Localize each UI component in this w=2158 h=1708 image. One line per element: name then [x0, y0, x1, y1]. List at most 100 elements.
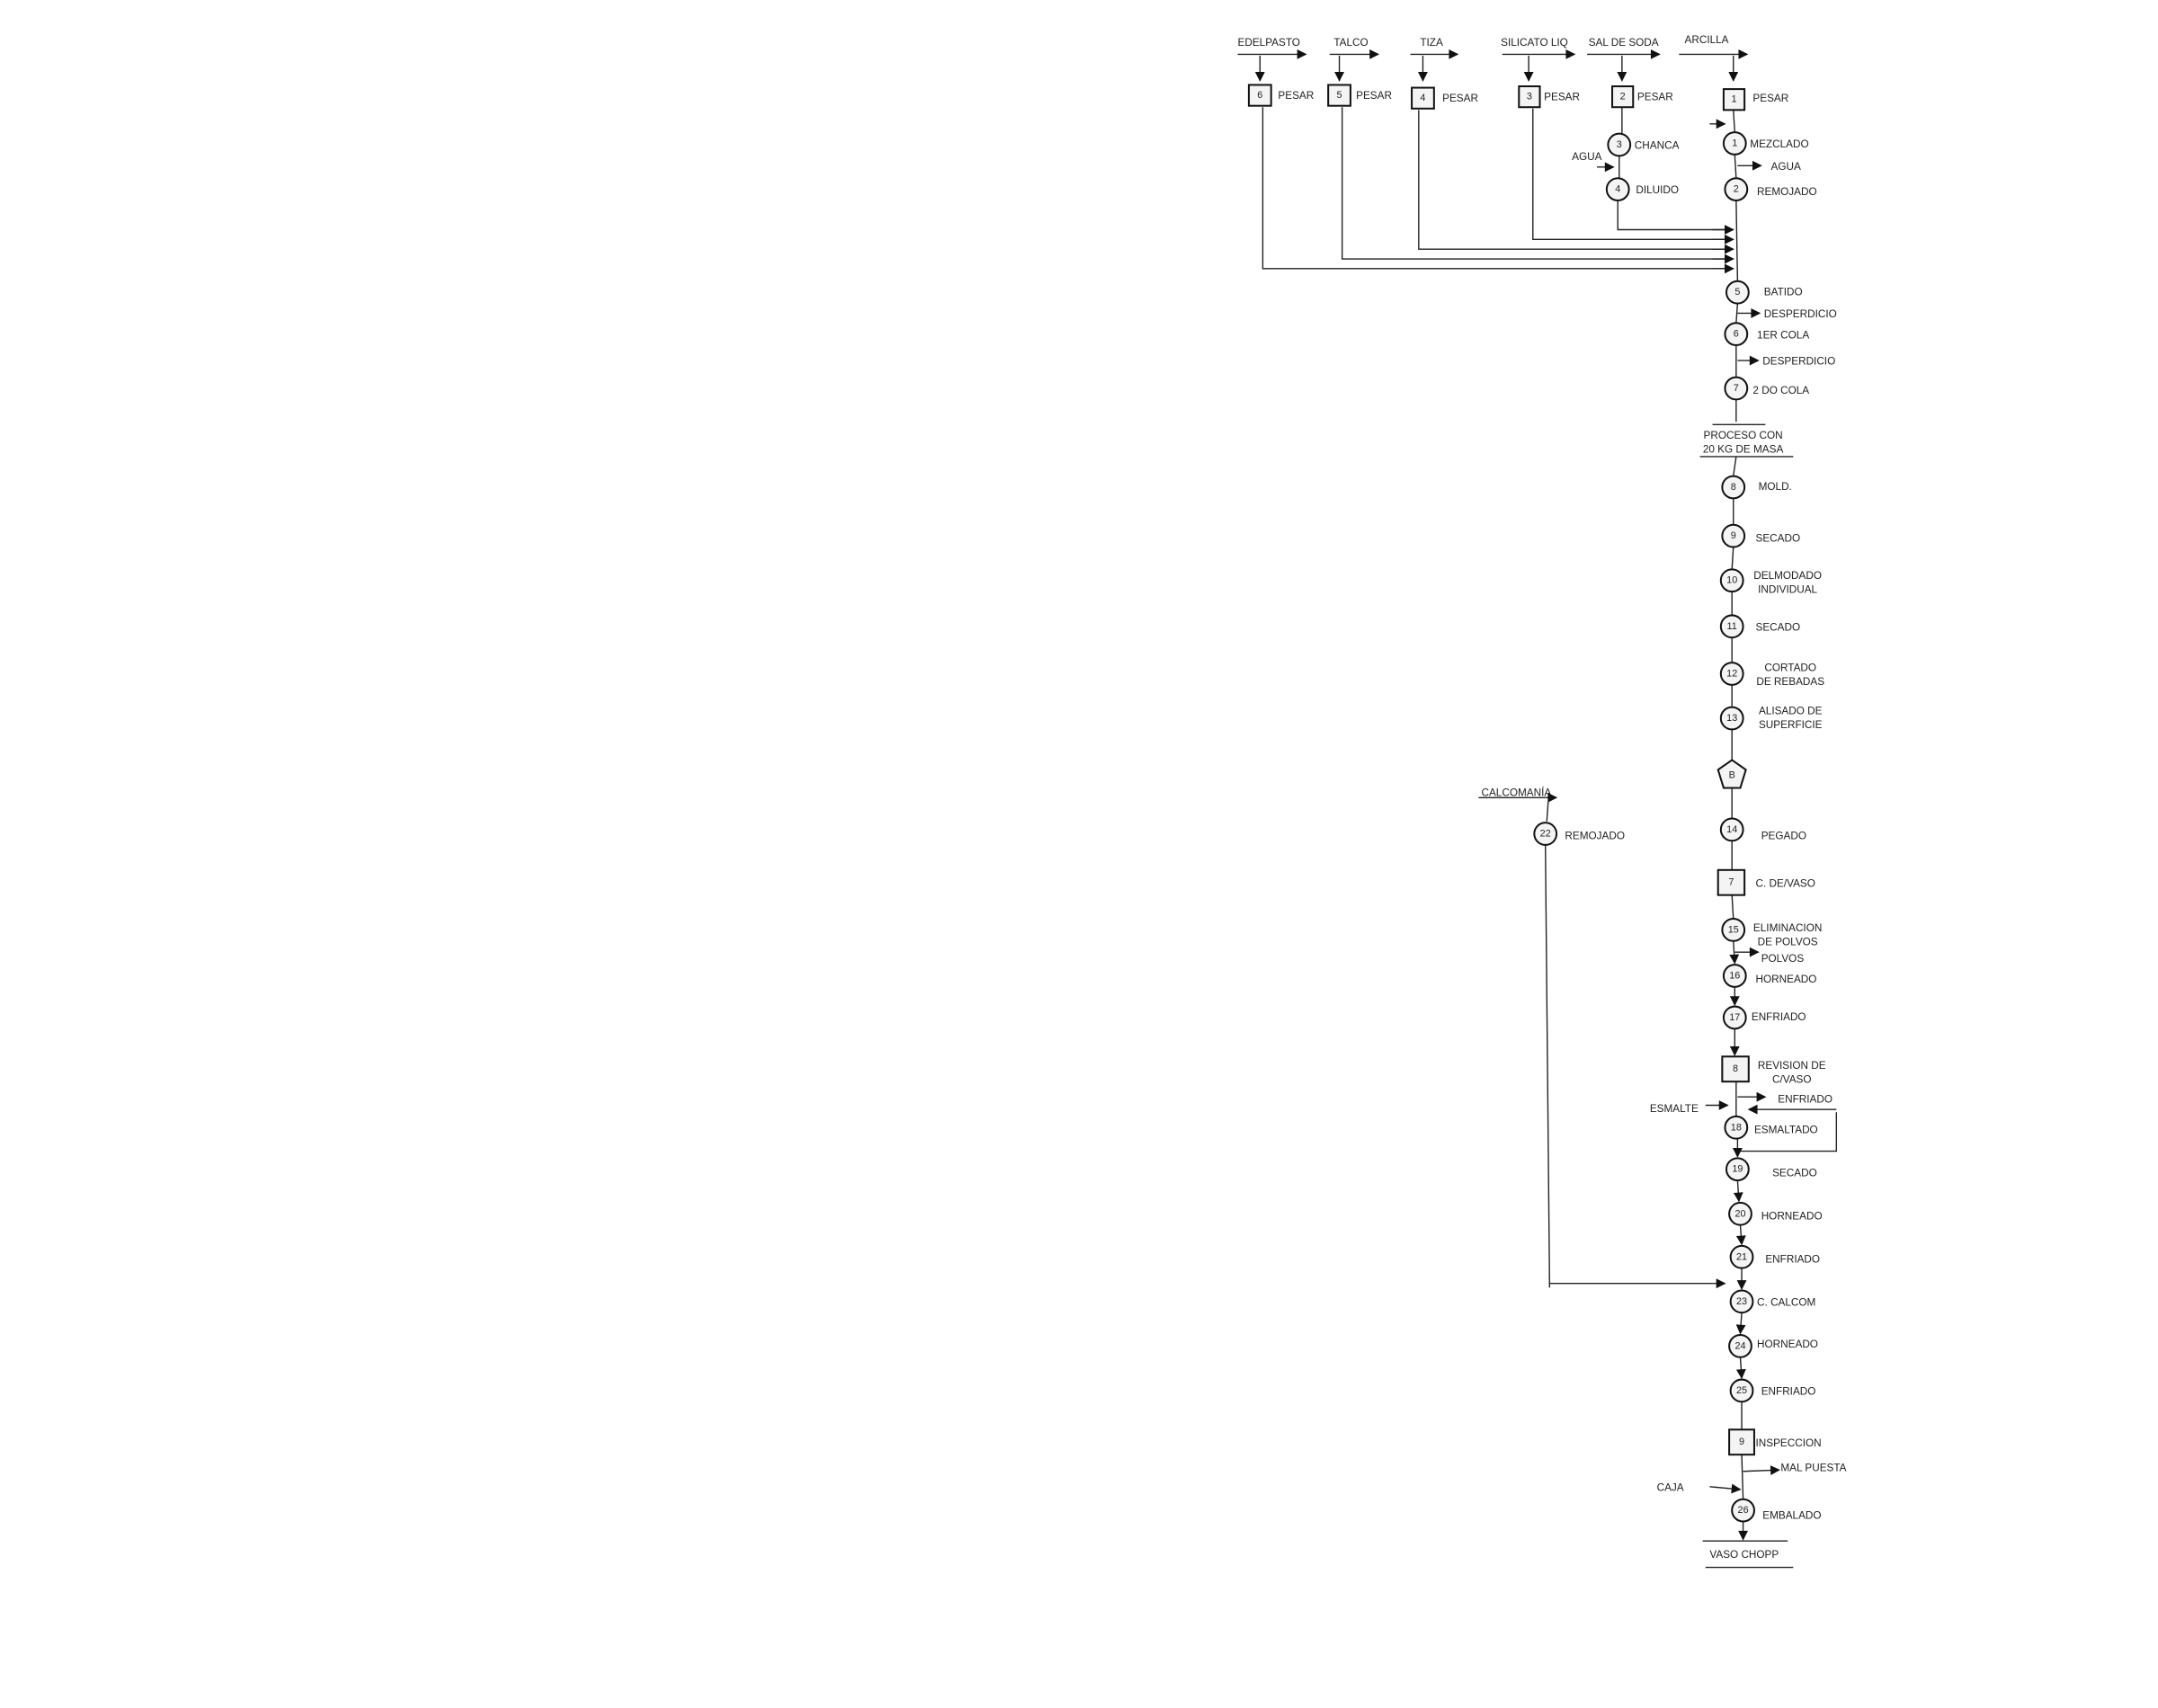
operation-number: 26	[1738, 1505, 1749, 1516]
inspection-label: REVISION DE C/VASO	[1758, 1060, 1826, 1085]
agua-output-label: AGUA	[1771, 161, 1801, 173]
operation-label-line: ELIMINACION	[1753, 922, 1822, 934]
operation-label-line: SECADO	[1756, 621, 1801, 633]
inspection-box	[1722, 88, 1746, 111]
inspection-label: PESAR	[1544, 91, 1580, 102]
flow-arrow	[1733, 1180, 1743, 1203]
inspection-label: PESAR	[1752, 93, 1788, 104]
operation-circle	[1719, 568, 1744, 593]
inspection-box	[1327, 84, 1351, 107]
inspection-label-line: PESAR	[1356, 90, 1392, 102]
caja-label-line: CAJA	[1657, 1481, 1684, 1493]
operation-number: 12	[1726, 668, 1737, 679]
inspection-box	[1611, 85, 1635, 109]
operation-circle	[1719, 817, 1744, 842]
operation-label-line: SECADO	[1772, 1167, 1817, 1179]
inspection-number: 1	[1732, 94, 1737, 105]
operation-number: 1	[1732, 138, 1737, 148]
operation-circle	[1731, 1498, 1755, 1523]
operation-circle	[1605, 177, 1630, 201]
operation-label-line: 1ER COLA	[1757, 329, 1809, 341]
operation-number: 15	[1728, 924, 1739, 935]
rework-loop	[1738, 1112, 1838, 1152]
material-label-talco: TALCO	[1333, 37, 1368, 49]
operation-label-line: SECADO	[1756, 532, 1801, 544]
operation-circle	[1721, 523, 1746, 548]
operation-circle	[1729, 1289, 1754, 1314]
flow-arrow	[1729, 940, 1740, 965]
operation-label-line: DILUIDO	[1636, 184, 1679, 196]
delay-pentagon	[1717, 759, 1747, 789]
operation-number: 16	[1729, 970, 1740, 981]
operation-label-line: PEGADO	[1761, 831, 1806, 842]
operation-number: 24	[1734, 1340, 1745, 1351]
operation-number: 7	[1734, 383, 1739, 394]
operation-circle	[1728, 1201, 1752, 1226]
polvos-label: POLVOS	[1761, 953, 1805, 965]
connector-lines	[1237, 49, 1838, 1569]
operation-label-line: DELMODADO	[1753, 570, 1822, 582]
inspection-box	[1247, 84, 1272, 107]
inspection-label-line: C/VASO	[1772, 1074, 1812, 1086]
operation-label: ALISADO DE SUPERFICIE	[1759, 705, 1823, 730]
operation-label-line: HORNEADO	[1757, 1339, 1818, 1350]
flow-line	[1617, 200, 1734, 231]
inspection-label: INSPECCION	[1756, 1437, 1822, 1449]
calcomania-label-line: CALCOMANÍA	[1481, 787, 1551, 799]
flow-line	[1532, 108, 1734, 241]
delay-label: B	[1729, 770, 1735, 781]
operation-label-line: MEZCLADO	[1750, 138, 1808, 150]
operation-label: ELIMINACION DE POLVOS	[1753, 922, 1822, 947]
flow-line	[1731, 894, 1734, 920]
inspection-box	[1518, 85, 1541, 109]
inspection-number: 2	[1620, 92, 1626, 102]
operation-label-line: DE POLVOS	[1758, 936, 1818, 947]
operation-label: HORNEADO	[1757, 1339, 1818, 1350]
operation-number: 4	[1615, 184, 1620, 195]
operation-circle	[1719, 662, 1744, 686]
esmalte-label-line: ESMALTE	[1650, 1103, 1699, 1115]
operation-label-line: HORNEADO	[1756, 974, 1817, 985]
inspection-label: PESAR	[1356, 90, 1392, 102]
operation-number: 2	[1734, 184, 1739, 195]
operation-label-line: ENFRIADO	[1752, 1011, 1806, 1023]
material-label-edelpasto: EDELPASTO	[1238, 37, 1300, 49]
operation-label: REMOJADO	[1757, 186, 1817, 198]
flow-line	[1546, 801, 1549, 822]
inspection-label: C. DE/VASO	[1756, 877, 1815, 889]
operation-label-line: INDIVIDUAL	[1758, 584, 1817, 596]
inspection-label-line: PESAR	[1442, 93, 1478, 104]
operation-label-line: ALISADO DE	[1759, 705, 1823, 716]
flow-line	[1731, 547, 1734, 570]
inspection-label-line: C. DE/VASO	[1756, 877, 1815, 889]
operation-circle	[1607, 132, 1632, 157]
inspection-label: PESAR	[1637, 91, 1673, 102]
material-label-sal-soda-line: SAL DE SODA	[1589, 37, 1659, 49]
operation-circle	[1722, 131, 1747, 156]
operation-label-line: C. CALCOM	[1757, 1296, 1815, 1308]
operation-label-line: CHANCA	[1635, 140, 1680, 152]
operation-number: 18	[1731, 1122, 1742, 1133]
operation-label: ESMALTADO	[1754, 1124, 1818, 1135]
operation-label: ENFRIADO	[1761, 1386, 1816, 1398]
inspection-label-line: REVISION DE	[1758, 1060, 1826, 1072]
operation-number: 25	[1736, 1385, 1747, 1396]
inspection-label-line: PESAR	[1544, 91, 1580, 102]
operation-label-line: BATIDO	[1764, 286, 1803, 298]
operation-number: 22	[1540, 829, 1551, 840]
operation-label: MOLD.	[1759, 481, 1792, 493]
material-label-talco-line: TALCO	[1333, 37, 1368, 49]
flow-line	[1741, 1454, 1744, 1499]
operation-label: MEZCLADO	[1750, 138, 1808, 150]
flow-line	[1545, 844, 1551, 1288]
operation-label-line: 2 DO COLA	[1752, 385, 1809, 396]
operation-label-line: CORTADO	[1764, 662, 1816, 673]
material-label-sal-soda: SAL DE SODA	[1589, 37, 1659, 49]
operation-circle	[1722, 964, 1747, 988]
operation-label-line: HORNEADO	[1761, 1210, 1823, 1222]
desperdicio-label-line: DESPERDICIO	[1764, 308, 1837, 320]
operation-label: 1ER COLA	[1757, 329, 1809, 341]
operation-label-line: SUPERFICIE	[1759, 719, 1823, 731]
operation-number: 17	[1729, 1012, 1740, 1023]
